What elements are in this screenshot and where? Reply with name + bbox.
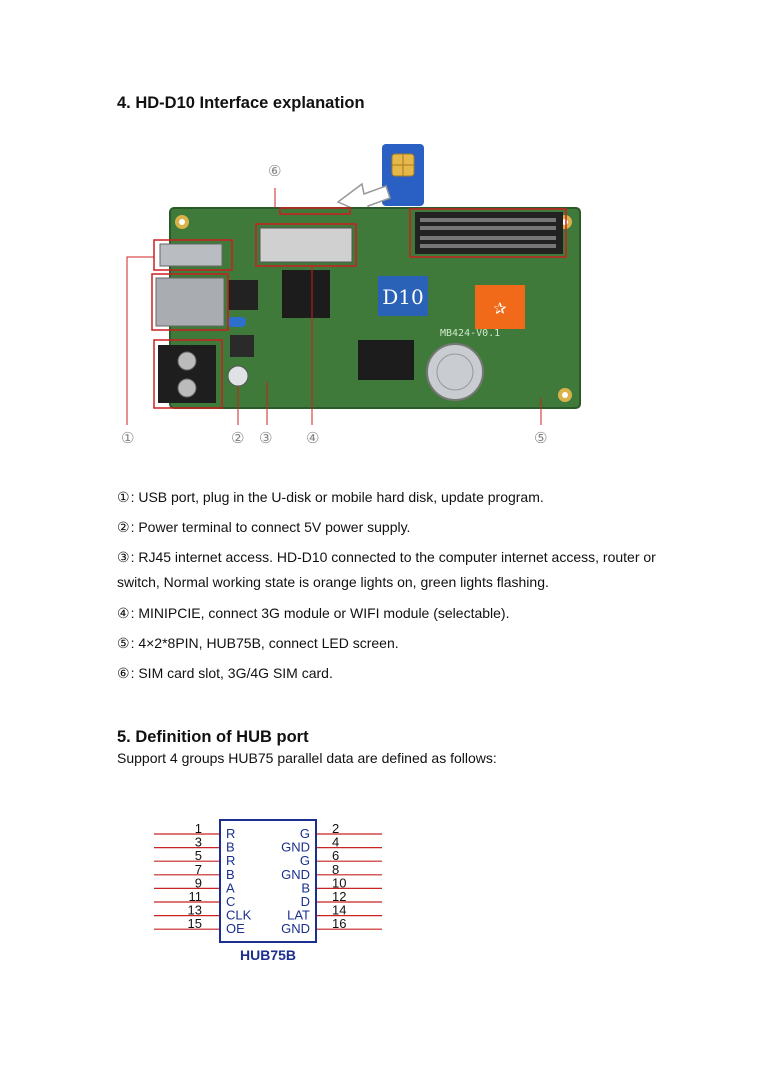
- right-pin-number: 10: [332, 875, 346, 890]
- right-pin-signal: G: [300, 826, 310, 841]
- item-number: ③: [117, 549, 130, 565]
- right-pin-number: 4: [332, 835, 339, 850]
- section-5-title: 5. Definition of HUB port: [117, 728, 309, 746]
- item-number: ①: [117, 489, 130, 505]
- sim-card-icon: [382, 144, 424, 206]
- item-number: ④: [117, 605, 130, 621]
- left-pin-number: 1: [195, 821, 202, 836]
- callout-lines: [126, 188, 542, 425]
- right-pin-signal: D: [301, 894, 310, 909]
- pin-lines: [154, 833, 382, 930]
- board-diagram: D10 ✰ MB424-V0.1 ① ② ③ ④ ⑤ ⑥: [121, 144, 581, 447]
- right-pin-signal: B: [301, 880, 310, 895]
- left-pin-signal: B: [226, 840, 235, 855]
- item-text: : Power terminal to connect 5V power sup…: [130, 519, 411, 535]
- board-code: MB424-V0.1: [440, 328, 500, 339]
- logo-mark: ✰: [493, 299, 507, 318]
- left-pin-number: 7: [195, 862, 202, 877]
- left-pin-signal: C: [226, 894, 235, 909]
- interface-item-6: ⑥: SIM card slot, 3G/4G SIM card.: [117, 663, 677, 683]
- left-pin-number: 3: [195, 835, 202, 850]
- interface-item-2: ②: Power terminal to connect 5V power su…: [117, 517, 677, 537]
- left-pin-number: 13: [188, 903, 202, 918]
- section-5-subtitle: Support 4 groups HUB75 parallel data are…: [117, 750, 497, 766]
- interface-item-5: ⑤: 4×2*8PIN, HUB75B, connect LED screen.: [117, 633, 677, 653]
- left-pin-number: 15: [188, 916, 202, 931]
- pcb-board: D10 ✰ MB424-V0.1: [155, 207, 581, 409]
- right-pin-signal: GND: [281, 840, 310, 855]
- connector-body: [219, 819, 317, 943]
- chip-label: D10: [382, 285, 423, 309]
- callout-1: ①: [121, 429, 134, 447]
- left-pin-signal: R: [226, 826, 235, 841]
- left-pin-signal: A: [226, 880, 235, 895]
- right-pin-number: 14: [332, 903, 346, 918]
- interface-item-3-continuation: switch, Normal working state is orange l…: [117, 574, 549, 590]
- right-pin-signal: G: [300, 853, 310, 868]
- right-pin-number: 12: [332, 889, 346, 904]
- right-pin-signal: GND: [281, 867, 310, 882]
- callout-3: ③: [259, 429, 272, 447]
- left-pin-number: 5: [195, 848, 202, 863]
- right-pin-signal: LAT: [287, 908, 310, 923]
- item-text: : RJ45 internet access. HD-D10 connected…: [130, 549, 656, 565]
- section-4-title: 4. HD-D10 Interface explanation: [117, 94, 365, 112]
- item-text: : MINIPCIE, connect 3G module or WIFI mo…: [130, 605, 510, 621]
- left-pin-signal: CLK: [226, 908, 252, 923]
- item-number: ⑥: [117, 665, 130, 681]
- item-text: : USB port, plug in the U-disk or mobile…: [130, 489, 544, 505]
- right-pin-number: 2: [332, 821, 339, 836]
- item-number: ②: [117, 519, 130, 535]
- left-pin-signal: OE: [226, 921, 245, 936]
- right-pin-number: 8: [332, 862, 339, 877]
- callout-4: ④: [306, 429, 319, 447]
- connector-name: HUB75B: [240, 947, 296, 963]
- left-pin-number: 9: [195, 875, 202, 890]
- interface-item-4: ④: MINIPCIE, connect 3G module or WIFI m…: [117, 603, 677, 623]
- item-number: ⑤: [117, 635, 130, 651]
- interface-item-1: ①: USB port, plug in the U-disk or mobil…: [117, 487, 677, 507]
- right-pin-number: 16: [332, 916, 346, 931]
- callout-5: ⑤: [534, 429, 547, 447]
- item-text: : SIM card slot, 3G/4G SIM card.: [130, 665, 333, 681]
- interface-item-3: ③: RJ45 internet access. HD-D10 connecte…: [117, 547, 677, 567]
- left-pin-signal: R: [226, 853, 235, 868]
- item-text: : 4×2*8PIN, HUB75B, connect LED screen.: [130, 635, 399, 651]
- right-pin-number: 6: [332, 848, 339, 863]
- callout-2: ②: [231, 429, 244, 447]
- left-pin-number: 11: [189, 889, 203, 904]
- callout-6: ⑥: [268, 162, 281, 180]
- left-pin-signal: B: [226, 867, 235, 882]
- highlight-boxes: [151, 207, 567, 409]
- right-pin-signal: GND: [281, 921, 310, 936]
